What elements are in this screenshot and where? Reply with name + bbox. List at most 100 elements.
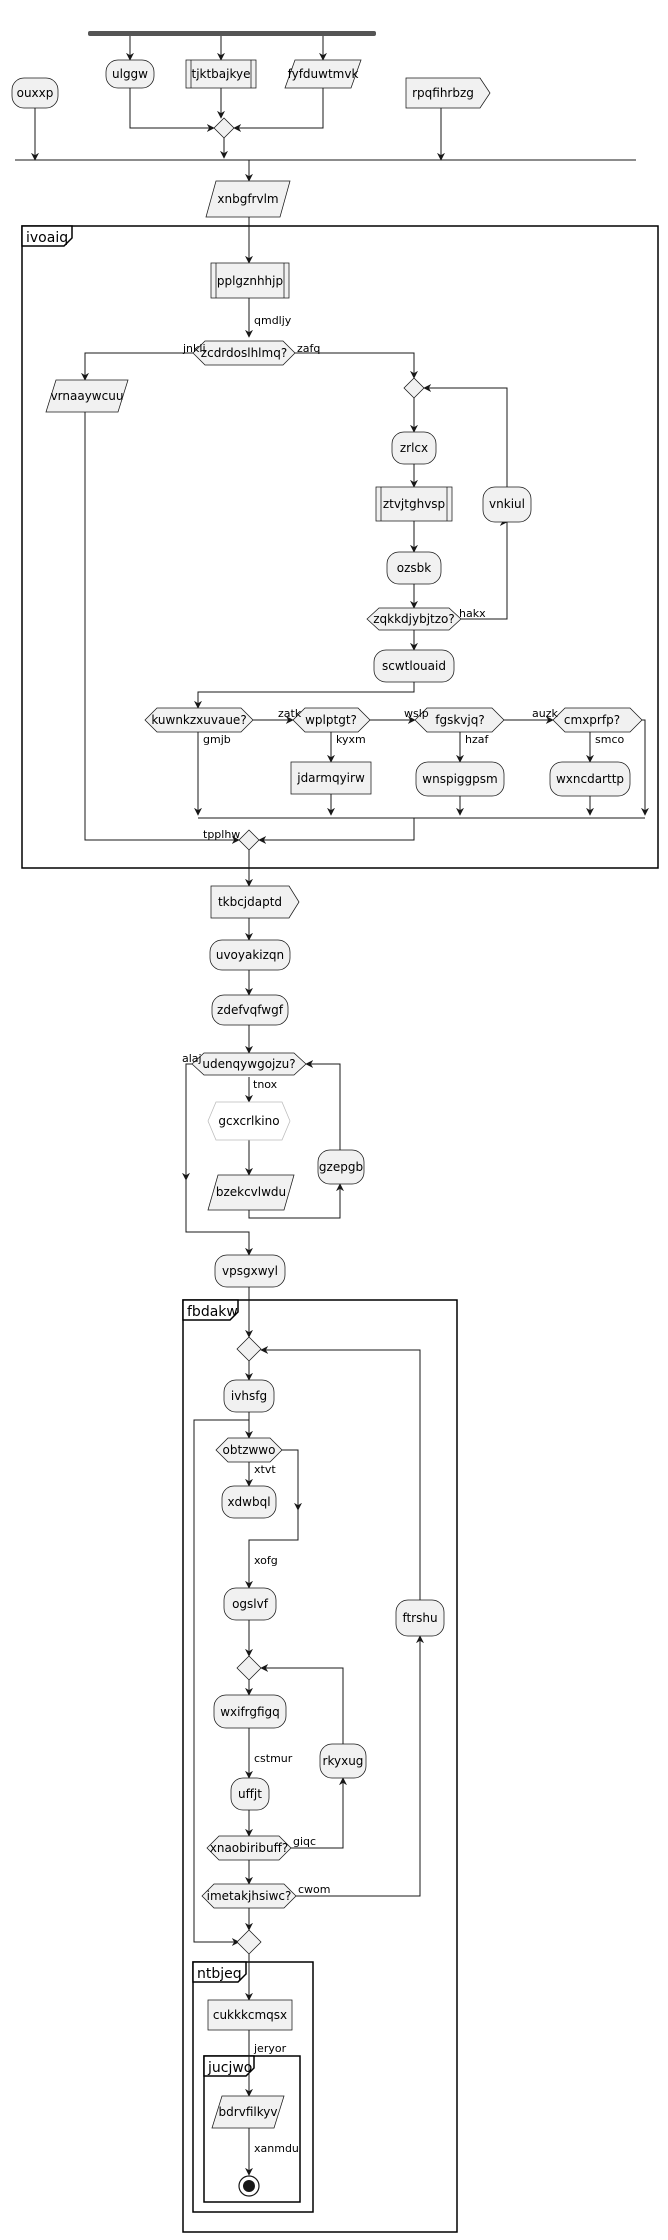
node-ivhsfg[interactable]: ivhsfg — [223, 1379, 275, 1413]
decision-udenqywgojzu-label: udenqywgojzu? — [202, 1057, 295, 1071]
node-bzekcvlwdu[interactable]: bzekcvlwdu — [207, 1174, 295, 1211]
node-ftrshu[interactable]: ftrshu — [395, 1599, 445, 1637]
edge-label-gmjb: gmjb — [203, 733, 231, 746]
node-pplgznhhjp[interactable]: pplgznhhjp — [210, 262, 290, 299]
decision-fgskvjq-label: fgskvjq? — [435, 713, 484, 727]
node-ulggw[interactable]: ulggw — [105, 59, 155, 89]
node-tjktbajkye-label: tjktbajkye — [191, 67, 250, 81]
node-bdrvfilkyv[interactable]: bdrvfilkyv — [211, 2095, 285, 2129]
decision-kuwnkzxuvaue[interactable]: kuwnkzxuvaue? — [144, 707, 254, 733]
edge-label-tnox: tnox — [253, 1078, 278, 1091]
edge-labels: qmdljy jnkli zafq hakx gmjb zatk kyxm ws… — [182, 314, 624, 2155]
node-zdefvqfwgf[interactable]: zdefvqfwgf — [211, 994, 289, 1026]
edge-label-smco: smco — [595, 733, 624, 746]
node-ogslvf-label: ogslvf — [232, 1597, 269, 1611]
edge-label-wslp: wslp — [404, 707, 429, 720]
node-bzekcvlwdu-label: bzekcvlwdu — [216, 1185, 286, 1199]
node-xnbgfrvlm[interactable]: xnbgfrvlm — [205, 180, 291, 218]
decision-obtzwwo-label: obtzwwo — [223, 1443, 276, 1457]
node-xdwbql[interactable]: xdwbql — [221, 1485, 277, 1519]
node-ozsbk[interactable]: ozsbk — [386, 551, 442, 585]
node-scwtlouaid[interactable]: scwtlouaid — [373, 649, 455, 683]
decision-xnaobiribuff[interactable]: xnaobiribuff? — [206, 1835, 292, 1861]
node-gzepgb[interactable]: gzepgb — [317, 1149, 365, 1185]
node-zrlcx[interactable]: zrlcx — [391, 431, 437, 465]
node-rkyxug[interactable]: rkyxug — [319, 1743, 367, 1779]
decision-cmxprfp[interactable]: cmxprfp? — [552, 707, 643, 733]
node-uvoyakizqn[interactable]: uvoyakizqn — [209, 939, 291, 971]
node-wxifrgfigq[interactable]: wxifrgfigq — [213, 1694, 287, 1729]
frame-ntbjeq-title: ntbjeq — [197, 1966, 242, 1982]
decision-imetakjhsiwc[interactable]: imetakjhsiwc? — [201, 1883, 297, 1909]
node-vpsgxwyl[interactable]: vpsgxwyl — [214, 1254, 286, 1288]
node-vnkiul-label: vnkiul — [489, 497, 525, 511]
decision-udenqywgojzu[interactable]: udenqywgojzu? — [191, 1052, 307, 1076]
decision-zcdrdoslhlmq[interactable]: zcdrdoslhlmq? — [192, 340, 296, 366]
frame-jucjwo-title: jucjwo — [207, 2060, 252, 2076]
edge-label-alaj: alaj — [182, 1052, 202, 1065]
frame-fbdakw: fbdakw — [182, 1299, 458, 2233]
decision-xnaobiribuff-label: xnaobiribuff? — [210, 1841, 288, 1855]
frame-ntbjeq: ntbjeq — [192, 1961, 314, 2213]
node-zdefvqfwgf-label: zdefvqfwgf — [217, 1003, 284, 1017]
node-uvoyakizqn-label: uvoyakizqn — [216, 948, 284, 962]
node-rpqfihrbzg[interactable]: rpqfihrbzg — [405, 77, 491, 109]
node-ztvjtghvsp[interactable]: ztvjtghvsp — [375, 486, 453, 522]
decision-zqkkdjybjtzo[interactable]: zqkkdjybjtzo? — [366, 607, 462, 631]
edge-label-cwom: cwom — [298, 1883, 331, 1896]
node-jdarmqyirw-label: jdarmqyirw — [296, 771, 365, 785]
node-ozsbk-label: ozsbk — [397, 561, 432, 575]
node-wnspiggpsm[interactable]: wnspiggpsm — [415, 761, 505, 797]
node-wxifrgfigq-label: wxifrgfigq — [220, 1705, 280, 1719]
node-zrlcx-label: zrlcx — [400, 441, 428, 455]
edge-label-qmdljy: qmdljy — [254, 314, 292, 327]
edge-label-jnkli: jnkli — [182, 342, 206, 355]
edge-label-jeryor: jeryor — [253, 2042, 287, 2055]
edge-label-hakx: hakx — [459, 607, 486, 620]
node-gcxcrlkino-label: gcxcrlkino — [218, 1114, 279, 1128]
merge-diamond-4 — [236, 1336, 262, 1362]
node-xnbgfrvlm-label: xnbgfrvlm — [217, 192, 278, 206]
node-uffjt[interactable]: uffjt — [230, 1777, 270, 1811]
node-cukkkcmqsx-label: cukkkcmqsx — [213, 2008, 287, 2022]
merge-diamond-1 — [213, 117, 235, 139]
frame-fbdakw-title: fbdakw — [187, 1304, 238, 1320]
node-scwtlouaid-label: scwtlouaid — [382, 659, 446, 673]
decision-fgskvjq[interactable]: fgskvjq? — [414, 707, 505, 733]
merge-diamond-2 — [403, 377, 425, 399]
node-ouxxp[interactable]: ouxxp — [11, 77, 59, 109]
node-jdarmqyirw[interactable]: jdarmqyirw — [290, 761, 372, 795]
node-bdrvfilkyv-label: bdrvfilkyv — [219, 2105, 278, 2119]
edge-label-giqc: giqc — [293, 1835, 316, 1848]
frame-ivoaiq: ivoaiq — [21, 225, 659, 869]
node-rkyxug-label: rkyxug — [323, 1754, 364, 1768]
node-fyfduwtmvk-label: fyfduwtmvk — [288, 67, 359, 81]
edge-label-zatk: zatk — [278, 707, 302, 720]
end-node — [238, 2175, 260, 2197]
merge-diamond-5 — [236, 1655, 262, 1681]
decision-obtzwwo[interactable]: obtzwwo — [215, 1437, 283, 1463]
frame-jucjwo: jucjwo — [203, 2055, 301, 2203]
decision-wplptgt[interactable]: wplptgt? — [292, 707, 371, 733]
node-pplgznhhjp-label: pplgznhhjp — [217, 274, 283, 288]
node-cukkkcmqsx[interactable]: cukkkcmqsx — [207, 1999, 293, 2031]
node-ouxxp-label: ouxxp — [17, 86, 54, 100]
node-vrnaaywcuu[interactable]: vrnaaywcuu — [45, 379, 129, 413]
decision-wplptgt-label: wplptgt? — [305, 713, 357, 727]
node-fyfduwtmvk[interactable]: fyfduwtmvk — [284, 59, 362, 89]
edge-label-xofg: xofg — [254, 1554, 278, 1567]
node-uffjt-label: uffjt — [238, 1787, 262, 1801]
node-wxncdarttp[interactable]: wxncdarttp — [549, 761, 631, 797]
node-tkbcjdaptd[interactable]: tkbcjdaptd — [210, 885, 300, 919]
node-vnkiul[interactable]: vnkiul — [482, 486, 532, 523]
node-tjktbajkye[interactable]: tjktbajkye — [185, 59, 257, 89]
decision-zcdrdoslhlmq-label: zcdrdoslhlmq? — [201, 346, 287, 360]
fork-bar — [88, 31, 376, 36]
node-gcxcrlkino[interactable]: gcxcrlkino — [207, 1101, 291, 1141]
node-ogslvf[interactable]: ogslvf — [223, 1587, 277, 1621]
edge-label-hzaf: hzaf — [465, 733, 489, 746]
decision-imetakjhsiwc-label: imetakjhsiwc? — [207, 1889, 292, 1903]
edge-label-xtvt: xtvt — [254, 1463, 276, 1476]
node-tkbcjdaptd-label: tkbcjdaptd — [218, 895, 282, 909]
